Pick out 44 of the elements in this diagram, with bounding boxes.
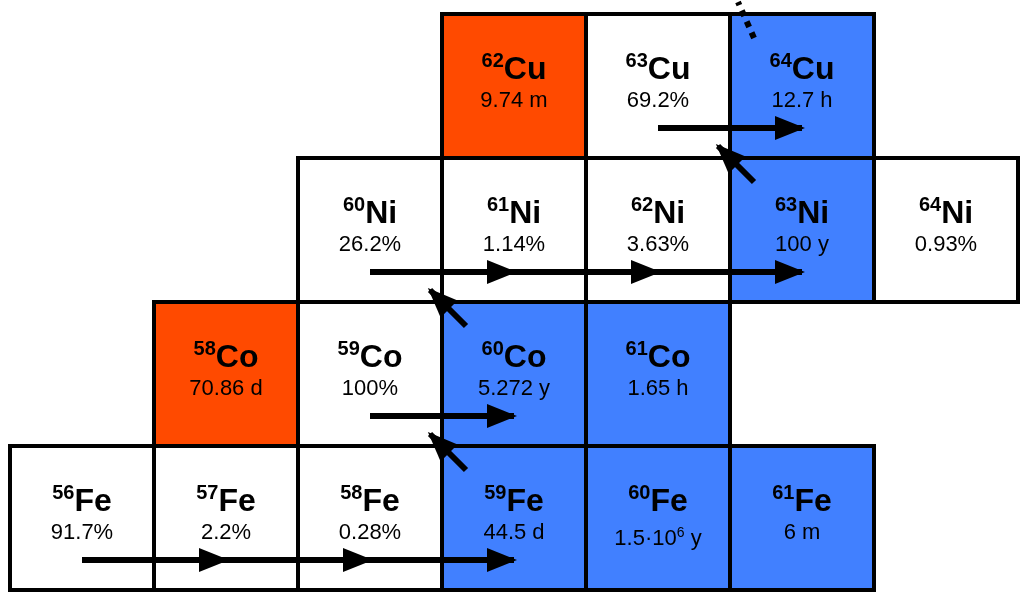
nuclide-symbol: $^{60}$Fe	[628, 480, 688, 518]
nuclide-symbol: $^{59}$Co	[337, 336, 403, 374]
nuclide-value: 1.14%	[482, 229, 546, 258]
arrow	[82, 548, 229, 572]
nuclide-value: 2.2%	[200, 517, 252, 546]
arrow	[370, 404, 517, 428]
nuclide-value: 0.28%	[338, 517, 402, 546]
nuclide-value: 44.5 d	[483, 517, 545, 546]
nuclide-value: 100 y	[775, 229, 829, 258]
nuclide-value: 3.63%	[626, 229, 690, 258]
nuclide-symbol: $^{60}$Co	[481, 336, 547, 374]
nuclide-symbol: $^{63}$Ni	[774, 192, 830, 230]
nuclide-value: 9.74 m	[480, 85, 548, 114]
nuclide-symbol: $^{64}$Cu	[769, 48, 835, 86]
nuclide-symbol: $^{61}$Fe	[772, 480, 832, 518]
nuclide-symbol: $^{60}$Ni	[342, 192, 398, 230]
arrow	[658, 116, 805, 140]
nuclide-value: 5.272 y	[477, 373, 551, 402]
nuclide-symbol: $^{59}$Fe	[484, 480, 544, 518]
nuclide-symbol: $^{62}$Ni	[630, 192, 686, 230]
nuclide-symbol: $^{58}$Fe	[340, 480, 400, 518]
arrow	[226, 548, 373, 572]
nuclide-symbol: $^{62}$Cu	[481, 48, 547, 86]
nuclide-symbol: $^{64}$Ni	[918, 192, 974, 230]
nuclide-symbol: $^{57}$Fe	[196, 480, 256, 518]
nuclide-symbol: $^{58}$Co	[193, 336, 259, 374]
nuclide-value: 12.7 h	[771, 85, 833, 114]
arrow	[370, 260, 517, 284]
nuclide-value: 91.7%	[50, 517, 114, 546]
arrow	[658, 260, 805, 284]
nuclide-value: 1.65 h	[627, 373, 689, 402]
nuclide-value: 70.86 d	[189, 373, 263, 402]
nuclide-value: 69.2%	[626, 85, 690, 114]
nuclide-value: 1.5·10$^{6}$ y	[614, 522, 702, 552]
nuclide-symbol: $^{56}$Fe	[52, 480, 112, 518]
nuclide-value: 100%	[341, 373, 399, 402]
nuclide-value: 6 m	[783, 517, 821, 546]
nuclide-value: 0.93%	[914, 229, 978, 258]
nuclide-symbol: $^{61}$Co	[625, 336, 691, 374]
nuclide-value: 26.2%	[338, 229, 402, 258]
nuclide-symbol: $^{61}$Ni	[486, 192, 542, 230]
arrow	[370, 548, 517, 572]
nuclide-symbol: $^{63}$Cu	[625, 48, 691, 86]
arrow	[514, 260, 661, 284]
